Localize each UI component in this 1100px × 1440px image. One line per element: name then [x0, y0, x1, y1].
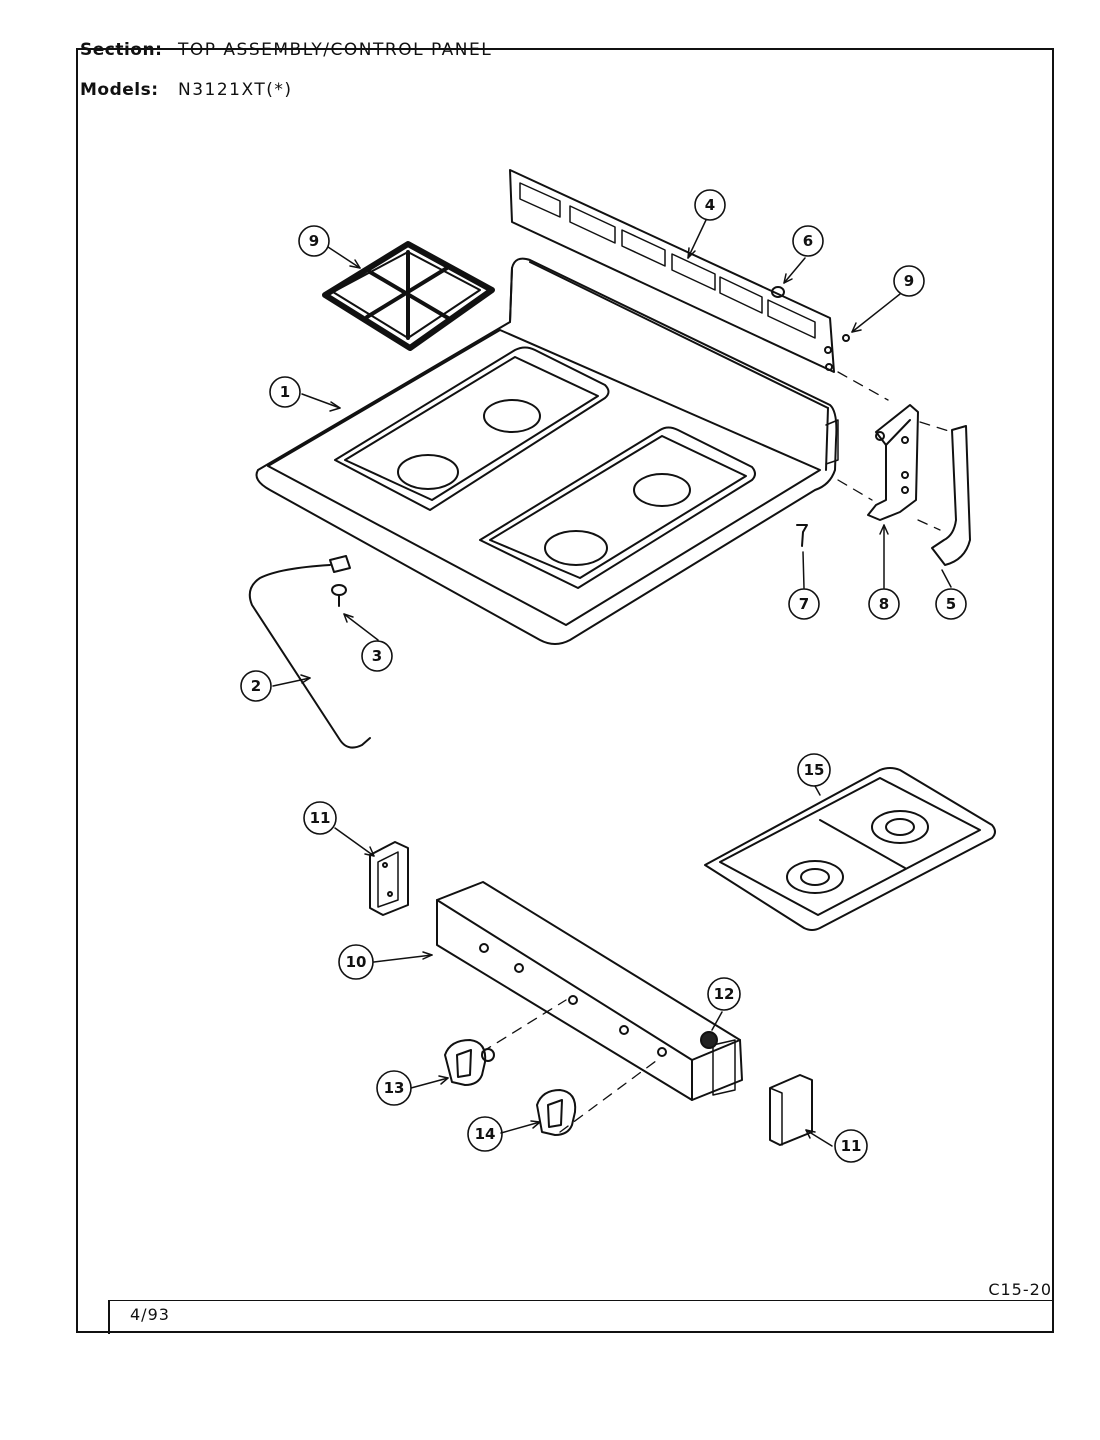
callout-10: 10	[346, 953, 367, 971]
valve-12	[700, 1031, 718, 1049]
knob-13	[444, 1039, 495, 1086]
callout-numbers: 1 2 3 4 5 6 7 8 9 9 10 11 11 12 13 14 15	[251, 196, 956, 1155]
callout-6: 6	[803, 232, 813, 250]
section-label: Section:	[80, 40, 163, 60]
page-frame	[76, 48, 1054, 1333]
section-title: TOP ASSEMBLY/CONTROL PANEL	[178, 40, 493, 60]
knob-14	[536, 1089, 577, 1136]
clip-9	[842, 334, 850, 342]
models-value: N3121XT(*)	[178, 80, 293, 100]
models-header: Models: N3121XT(*)	[80, 80, 292, 100]
side-bracket	[867, 404, 919, 521]
footer-left-rule	[108, 1300, 110, 1334]
cooktop-top-panel	[255, 257, 839, 645]
revision-date: 4/93	[130, 1305, 170, 1324]
callout-8: 8	[879, 595, 889, 613]
callout-circles	[240, 189, 967, 1163]
side-trim	[931, 425, 971, 566]
callout-11-upper: 11	[310, 809, 331, 827]
callout-14: 14	[475, 1125, 496, 1143]
end-cap-upper	[369, 841, 409, 916]
section-header: Section: TOP ASSEMBLY/CONTROL PANEL	[80, 40, 492, 60]
burner-box	[704, 767, 996, 931]
control-panel	[436, 881, 743, 1101]
callout-1: 1	[280, 383, 290, 401]
callout-11-lower: 11	[841, 1137, 862, 1155]
fastener-7	[796, 524, 808, 547]
footer-rule	[110, 1300, 1054, 1301]
callout-4: 4	[705, 196, 715, 214]
ignition-wire	[248, 555, 371, 749]
page-code: C15-20	[988, 1280, 1052, 1299]
callout-9-grate: 9	[309, 232, 319, 250]
callout-5: 5	[946, 595, 956, 613]
callout-9-clip: 9	[904, 272, 914, 290]
screw-3	[331, 584, 347, 607]
end-cap-lower	[769, 1074, 813, 1146]
backguard-trim	[509, 169, 835, 373]
callout-3: 3	[372, 647, 382, 665]
callout-leaders	[272, 219, 952, 1147]
burner-grate	[322, 241, 495, 351]
assembly-leaders	[481, 371, 953, 1133]
callout-2: 2	[251, 677, 261, 695]
screw-6	[771, 286, 785, 298]
callout-13: 13	[384, 1079, 405, 1097]
callout-12: 12	[714, 985, 735, 1003]
callout-15: 15	[804, 761, 825, 779]
callout-7: 7	[799, 595, 809, 613]
models-label: Models:	[80, 80, 159, 100]
